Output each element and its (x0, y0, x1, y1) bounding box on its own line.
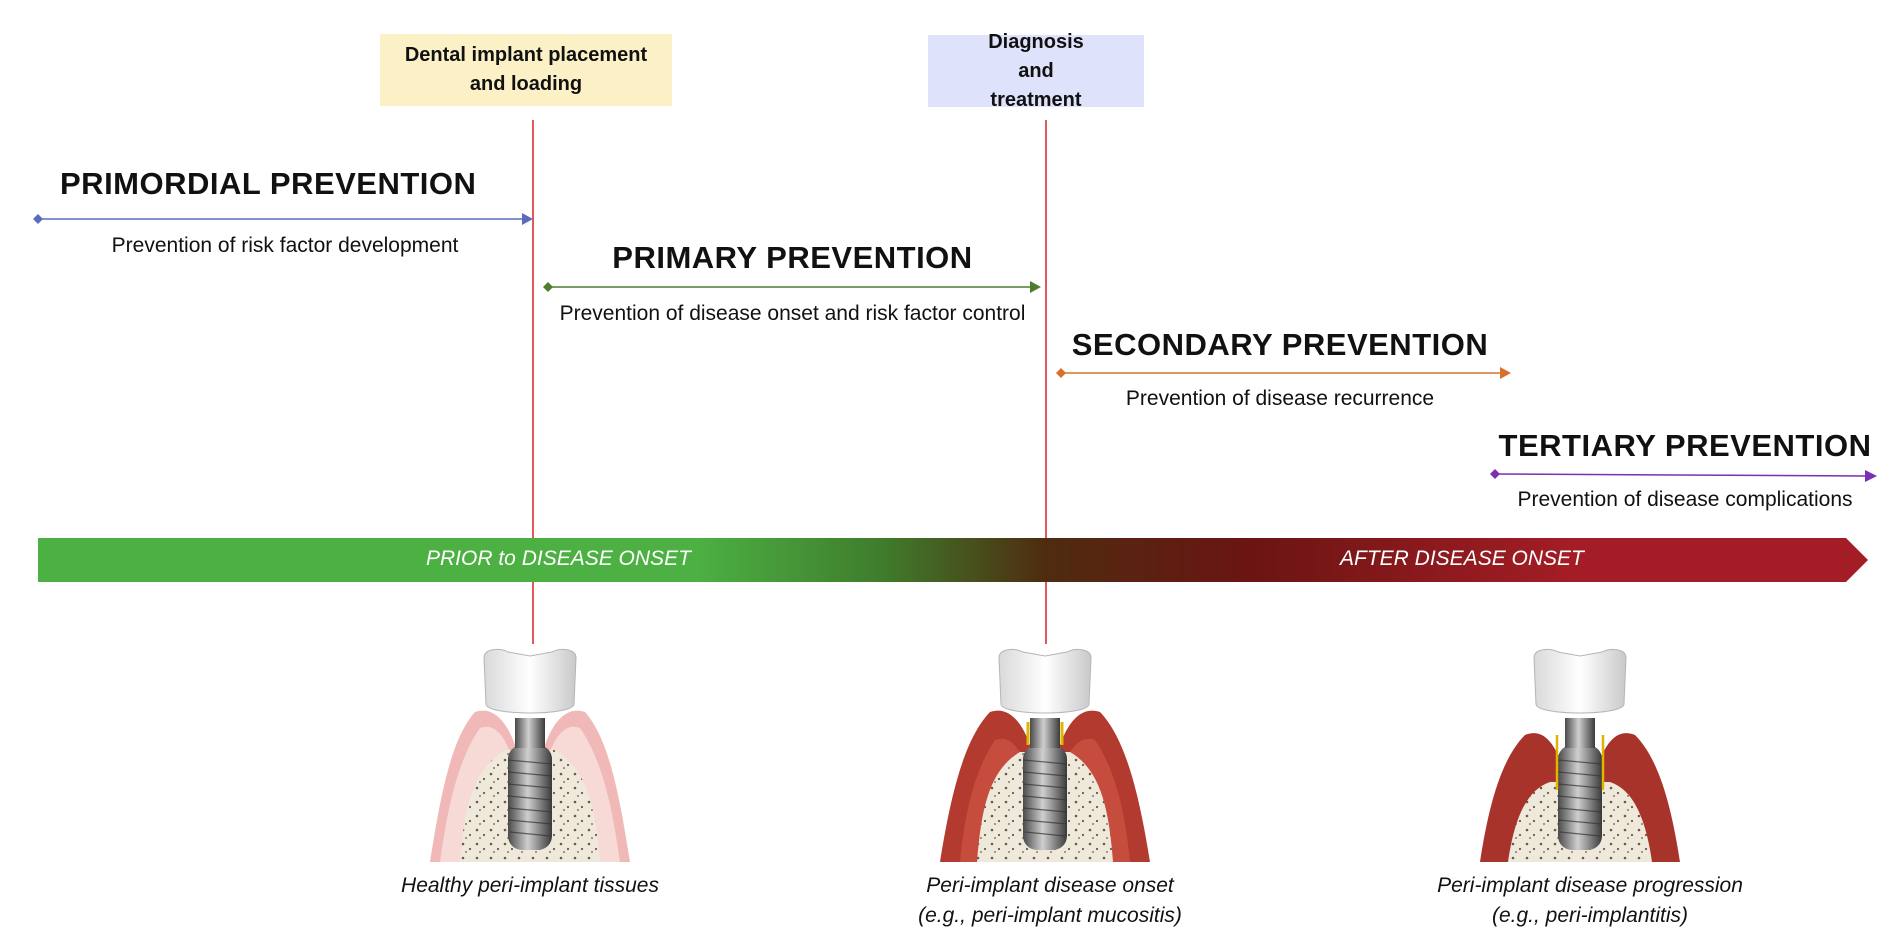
primary-description: Prevention of disease onset and risk fac… (559, 302, 1026, 325)
tertiary-heading: TERTIARY PREVENTION (1498, 428, 1872, 463)
tertiary-arrow (1490, 469, 1877, 482)
caption-healthy: Healthy peri-implant tissues (330, 871, 730, 901)
event-diagnosis-label: Diagnosis and treatment (988, 30, 1084, 111)
tooth-implant-peri-implantitis-icon (1480, 649, 1680, 862)
event-diagnosis-treatment: Diagnosis and treatment (928, 31, 1144, 111)
primordial-arrow (33, 213, 533, 225)
tertiary-description: Prevention of disease complications (1517, 488, 1853, 511)
secondary-heading: SECONDARY PREVENTION (1071, 327, 1489, 362)
caption-progression-line2: (e.g., peri-implantitis) (1491, 904, 1689, 927)
caption-disease-onset: Peri-implant disease onset (e.g., peri-i… (850, 871, 1250, 931)
caption-onset-line1: Peri-implant disease onset (926, 874, 1174, 897)
caption-healthy-line1: Healthy peri-implant tissues (401, 874, 659, 897)
diagnosis-divider-line (1045, 120, 1047, 644)
placement-divider-line (532, 120, 534, 644)
prior-to-onset-label: PRIOR to DISEASE ONSET (426, 547, 691, 570)
caption-onset-line2: (e.g., peri-implant mucositis) (918, 904, 1182, 927)
tooth-implant-healthy-icon (430, 649, 630, 862)
secondary-description: Prevention of disease recurrence (1125, 387, 1435, 410)
event-implant-placement-label: Dental implant placement and loading (404, 44, 648, 95)
caption-disease-progression: Peri-implant disease progression (e.g., … (1390, 871, 1790, 931)
primordial-description: Prevention of risk factor development (111, 234, 459, 257)
caption-progression-line1: Peri-implant disease progression (1437, 874, 1743, 897)
secondary-arrow (1056, 367, 1511, 379)
primary-heading: PRIMARY PREVENTION (612, 240, 973, 275)
after-onset-label: AFTER DISEASE ONSET (1340, 547, 1584, 570)
primordial-heading: PRIMORDIAL PREVENTION (60, 166, 477, 201)
disease-timeline-band (38, 538, 1868, 582)
event-implant-placement: Dental implant placement and loading (380, 34, 672, 106)
primary-arrow (543, 281, 1041, 293)
tooth-implant-mucositis-icon (940, 649, 1150, 862)
